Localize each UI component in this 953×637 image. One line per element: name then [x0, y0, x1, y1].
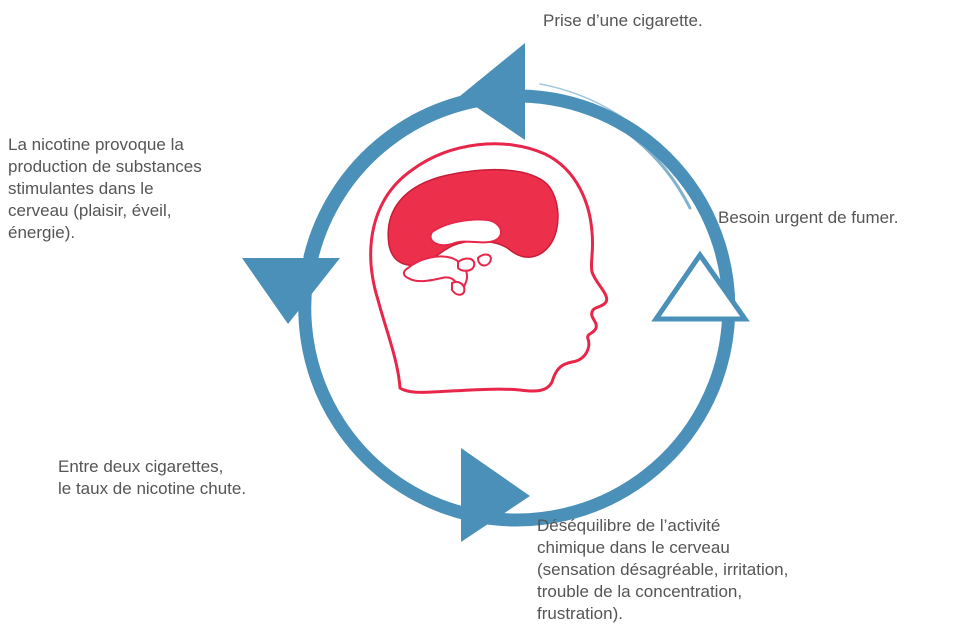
down-arrow-icon	[242, 258, 340, 324]
label-line: Déséquilibre de l’activité	[537, 516, 721, 535]
brain	[387, 168, 559, 267]
up-outline-arrow-icon	[651, 250, 750, 322]
step-label-chemical-imbalance: Déséquilibre de l’activité chimique dans…	[537, 515, 788, 625]
step-label-nicotine-drop: Entre deux cigarettes, le taux de nicoti…	[58, 456, 246, 500]
label-line: trouble de la concentration,	[537, 582, 743, 601]
label-line: La nicotine provoque la	[8, 135, 184, 154]
cycle-ring-brush	[539, 83, 679, 171]
label-line: Entre deux cigarettes,	[58, 457, 224, 476]
cycle-ring-arc	[298, 89, 736, 527]
head-outline	[369, 142, 609, 394]
step-label-urge-to-smoke: Besoin urgent de fumer.	[718, 207, 899, 229]
brain-inner-structure	[429, 218, 503, 247]
step-label-take-cigarette: Prise d’une cigarette.	[543, 10, 703, 32]
label-line: le taux de nicotine chute.	[58, 479, 247, 498]
head-profile-with-brain-icon	[369, 142, 609, 394]
label-line: stimulantes dans le	[8, 179, 154, 198]
right-arrow-icon	[461, 448, 530, 542]
left-arrow-icon	[460, 43, 525, 140]
label-line: énergie).	[8, 223, 76, 242]
label-line: cerveau (plaisir, éveil,	[8, 201, 172, 220]
step-label-stimulant-production: La nicotine provoque la production de su…	[8, 134, 202, 244]
brain-small-structure	[451, 281, 466, 296]
brain-small-structure	[457, 257, 476, 272]
label-line: Besoin urgent de fumer.	[718, 208, 899, 227]
label-line: frustration).	[537, 604, 623, 623]
cycle-arrows	[242, 43, 750, 542]
label-line: production de substances	[8, 157, 202, 176]
label-line: (sensation désagréable, irritation,	[537, 560, 789, 579]
cycle-ring-brush	[528, 90, 692, 210]
label-line: Prise d’une cigarette.	[543, 11, 703, 30]
brain-small-structure	[476, 253, 492, 267]
label-line: chimique dans le cerveau	[537, 538, 730, 557]
